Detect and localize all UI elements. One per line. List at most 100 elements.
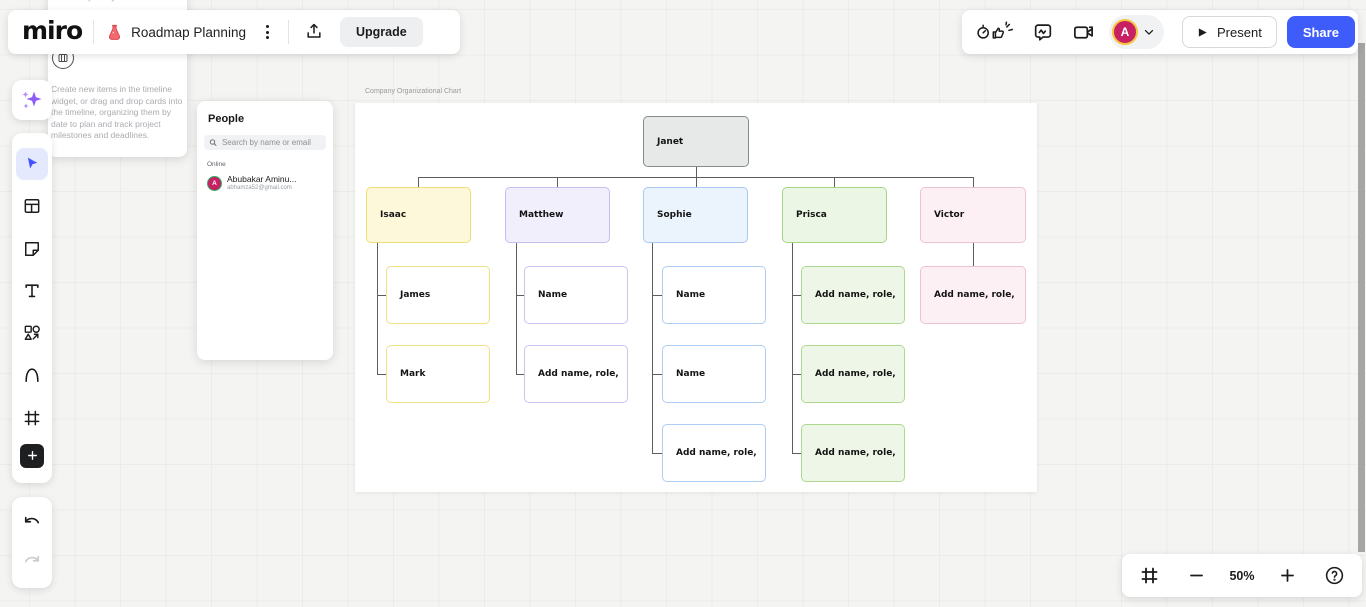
ai-sparkle-icon[interactable]: [19, 87, 45, 113]
present-label: Present: [1217, 24, 1262, 40]
divider: [93, 20, 95, 44]
org-node-prisca[interactable]: Prisca: [782, 187, 887, 243]
header-bar-right: A Present Share: [962, 10, 1358, 54]
add-more-tools-button[interactable]: [20, 443, 44, 468]
board-frame[interactable]: Janet Isaac Matthew Sophie Prisca Victor…: [355, 103, 1037, 492]
ai-assist-panel: [12, 80, 52, 120]
hint-card-title: Roadmap with your team: [58, 0, 147, 2]
frame-icon: [24, 410, 40, 425]
frame-tool[interactable]: [16, 402, 48, 434]
shapes-icon: [24, 325, 40, 341]
toolbar: [12, 133, 52, 483]
account-menu[interactable]: A: [1109, 15, 1164, 49]
connector: [377, 295, 386, 296]
org-node-sophie[interactable]: Sophie: [643, 187, 748, 243]
play-icon: [1198, 27, 1207, 37]
sticky-note-icon: [25, 241, 39, 256]
reactions-icon[interactable]: [972, 17, 1018, 47]
connector: [516, 374, 524, 375]
connector: [516, 295, 524, 296]
undo-button[interactable]: [18, 509, 46, 537]
org-node-prisca-child-1[interactable]: Add name, role,: [801, 345, 905, 403]
zoom-controls: 50%: [1122, 554, 1362, 597]
text-tool[interactable]: [16, 275, 48, 307]
connector: [696, 177, 697, 187]
org-node-james[interactable]: James: [386, 266, 490, 324]
templates-icon: [24, 199, 40, 214]
text-icon: [25, 284, 39, 298]
org-node-isaac[interactable]: Isaac: [366, 187, 471, 243]
connector: [696, 167, 697, 177]
connector: [652, 243, 653, 453]
help-icon[interactable]: [1320, 561, 1349, 590]
vertical-scrollbar[interactable]: [1358, 43, 1365, 552]
connector: [973, 177, 974, 187]
connector: [652, 295, 662, 296]
org-node-prisca-child-2[interactable]: Add name, role,: [801, 424, 905, 482]
board-options-kebab-icon[interactable]: [258, 19, 277, 45]
org-node-victor-child-0[interactable]: Add name, role,: [920, 266, 1026, 324]
templates-tool[interactable]: [16, 190, 48, 222]
connector: [377, 243, 378, 374]
user-name: Abubakar Aminu...: [227, 174, 297, 184]
redo-icon: [24, 556, 40, 563]
online-user-row[interactable]: A Abubakar Aminu... abhamza52@gmail.com: [204, 172, 326, 194]
org-node-sophie-child-0[interactable]: Name: [662, 266, 766, 324]
cursor-icon: [27, 157, 38, 169]
org-node-matthew[interactable]: Matthew: [505, 187, 610, 243]
header-bar-left: miro Roadmap Planning Upgrade: [8, 10, 460, 54]
pen-icon: [25, 368, 39, 383]
pen-tool[interactable]: [16, 359, 48, 391]
export-board-icon[interactable]: [300, 18, 328, 46]
people-panel-title: People: [208, 113, 245, 125]
shapes-tool[interactable]: [16, 317, 48, 349]
zoom-level[interactable]: 50%: [1229, 568, 1255, 583]
connector: [377, 374, 386, 375]
search-icon: [209, 139, 217, 146]
org-node-prisca-child-0[interactable]: Add name, role,: [801, 266, 905, 324]
board-title[interactable]: Roadmap Planning: [131, 24, 246, 40]
frame-title[interactable]: Company Organizational Chart: [365, 88, 462, 95]
hint-card-body: Create new items in the timeline widget,…: [51, 84, 183, 141]
connector: [973, 243, 974, 266]
video-chat-icon[interactable]: [1068, 17, 1099, 48]
connector: [557, 177, 558, 187]
zoom-in-icon[interactable]: [1274, 562, 1301, 589]
connector: [418, 177, 973, 178]
people-panel: People Online A Abubakar Aminu... abhamz…: [197, 101, 333, 360]
undo-icon: [24, 516, 40, 524]
undo-redo-panel: [12, 497, 52, 588]
present-button[interactable]: Present: [1182, 16, 1277, 48]
people-search[interactable]: [204, 135, 326, 150]
upgrade-button[interactable]: Upgrade: [339, 17, 423, 47]
share-button[interactable]: Share: [1286, 16, 1355, 48]
online-section-label: Online: [207, 161, 226, 168]
connector: [652, 453, 662, 454]
user-avatar: A: [207, 175, 222, 191]
connector: [792, 374, 801, 375]
connector: [792, 243, 793, 453]
select-tool[interactable]: [16, 148, 48, 181]
user-email: abhamza52@gmail.com: [227, 185, 292, 191]
fit-to-screen-icon[interactable]: [1135, 561, 1164, 590]
org-node-sophie-child-2[interactable]: Add name, role,: [662, 424, 766, 482]
plus-icon: [27, 451, 37, 461]
org-node-matthew-child-1[interactable]: Add name, role,: [524, 345, 628, 403]
org-node-sophie-child-1[interactable]: Name: [662, 345, 766, 403]
org-node-mark[interactable]: Mark: [386, 345, 490, 403]
org-node-matthew-child-0[interactable]: Name: [524, 266, 628, 324]
flask-icon: [105, 23, 124, 42]
redo-button[interactable]: [18, 548, 46, 576]
connector: [792, 453, 801, 454]
org-node-janet[interactable]: Janet: [643, 116, 749, 167]
zoom-out-icon[interactable]: [1183, 562, 1210, 589]
comments-icon[interactable]: [1028, 17, 1058, 47]
people-search-input[interactable]: [221, 138, 321, 147]
avatar[interactable]: A: [1112, 19, 1138, 45]
org-node-victor[interactable]: Victor: [920, 187, 1026, 243]
divider: [287, 20, 289, 44]
sticky-note-tool[interactable]: [16, 233, 48, 265]
miro-logo[interactable]: miro: [22, 16, 83, 45]
connector: [418, 177, 419, 187]
